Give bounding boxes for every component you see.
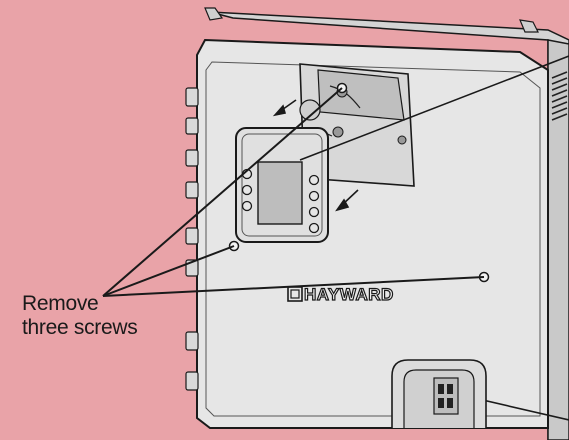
brand-logo: HAYWARD — [287, 284, 394, 305]
wiring-cutout — [391, 359, 487, 428]
display-buttons — [241, 168, 320, 234]
enclosure-back-lid — [204, 7, 569, 440]
display-module — [235, 127, 329, 243]
hinge-tabs — [185, 87, 199, 391]
callout-line-1: Remove — [22, 292, 99, 315]
remove-screws-callout: Remove three screws — [22, 292, 138, 340]
callout-line-2: three screws — [22, 316, 138, 339]
svg-text:HAYWARD: HAYWARD — [304, 285, 394, 304]
removal-arrows — [272, 99, 359, 212]
